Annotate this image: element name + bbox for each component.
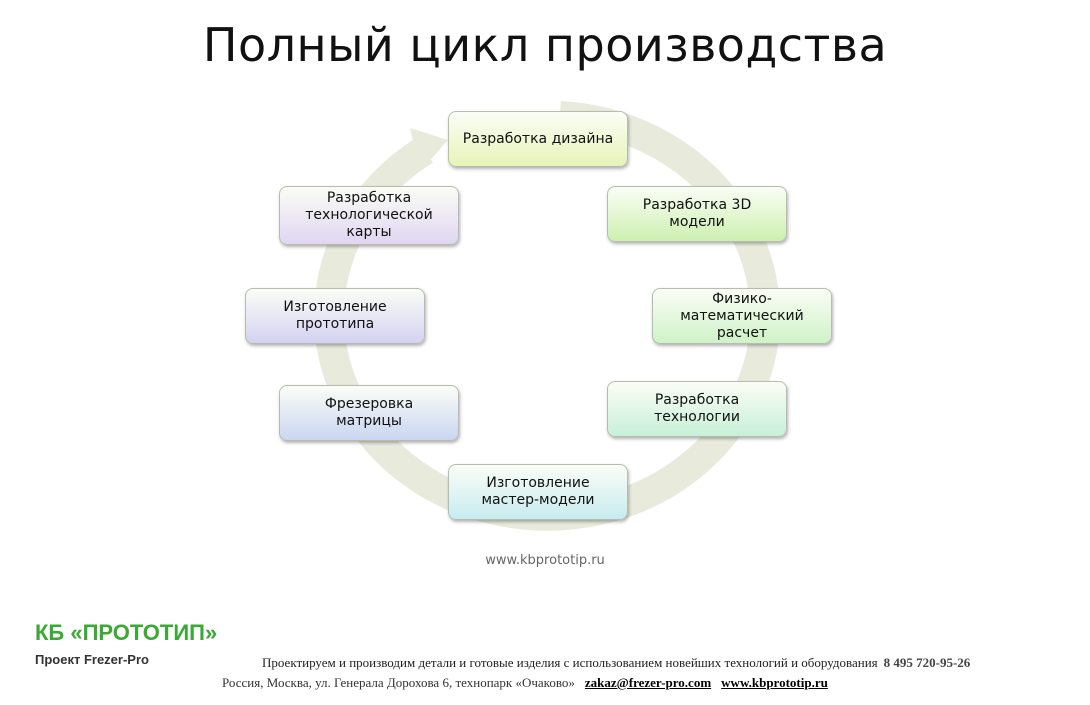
step-tech-map: Разработка технологической карты (279, 186, 459, 245)
website-caption: www.kbprototip.ru (485, 553, 605, 568)
step-technology: Разработка технологии (607, 381, 787, 437)
step-3d-model: Разработка 3D модели (607, 186, 787, 242)
step-prototype: Изготовление прототипа (245, 288, 425, 344)
step-master-model: Изготовление мастер-модели (448, 464, 628, 520)
step-milling: Фрезеровка матрицы (279, 385, 459, 441)
step-calculation: Физико-математический расчет (652, 288, 832, 344)
step-design: Разработка дизайна (448, 111, 628, 167)
project-name: Проект Frezer-Pro (35, 652, 149, 667)
tagline: Проектируем и производим детали и готовы… (262, 655, 878, 670)
page-title: Полный цикл производства (202, 18, 888, 72)
phone: 8 495 720-95-26 (883, 655, 971, 670)
company-logo: КБ «ПРОТОТИП» (35, 620, 218, 645)
footer-line-2: Россия, Москва, ул. Генерала Дорохова 6,… (222, 675, 828, 691)
footer-line-1: Проектируем и производим детали и готовы… (262, 655, 970, 671)
email-link[interactable]: zakaz@frezer-pro.com (584, 675, 712, 690)
site-link[interactable]: www.kbprototip.ru (721, 675, 828, 690)
address: Россия, Москва, ул. Генерала Дорохова 6,… (222, 675, 575, 690)
